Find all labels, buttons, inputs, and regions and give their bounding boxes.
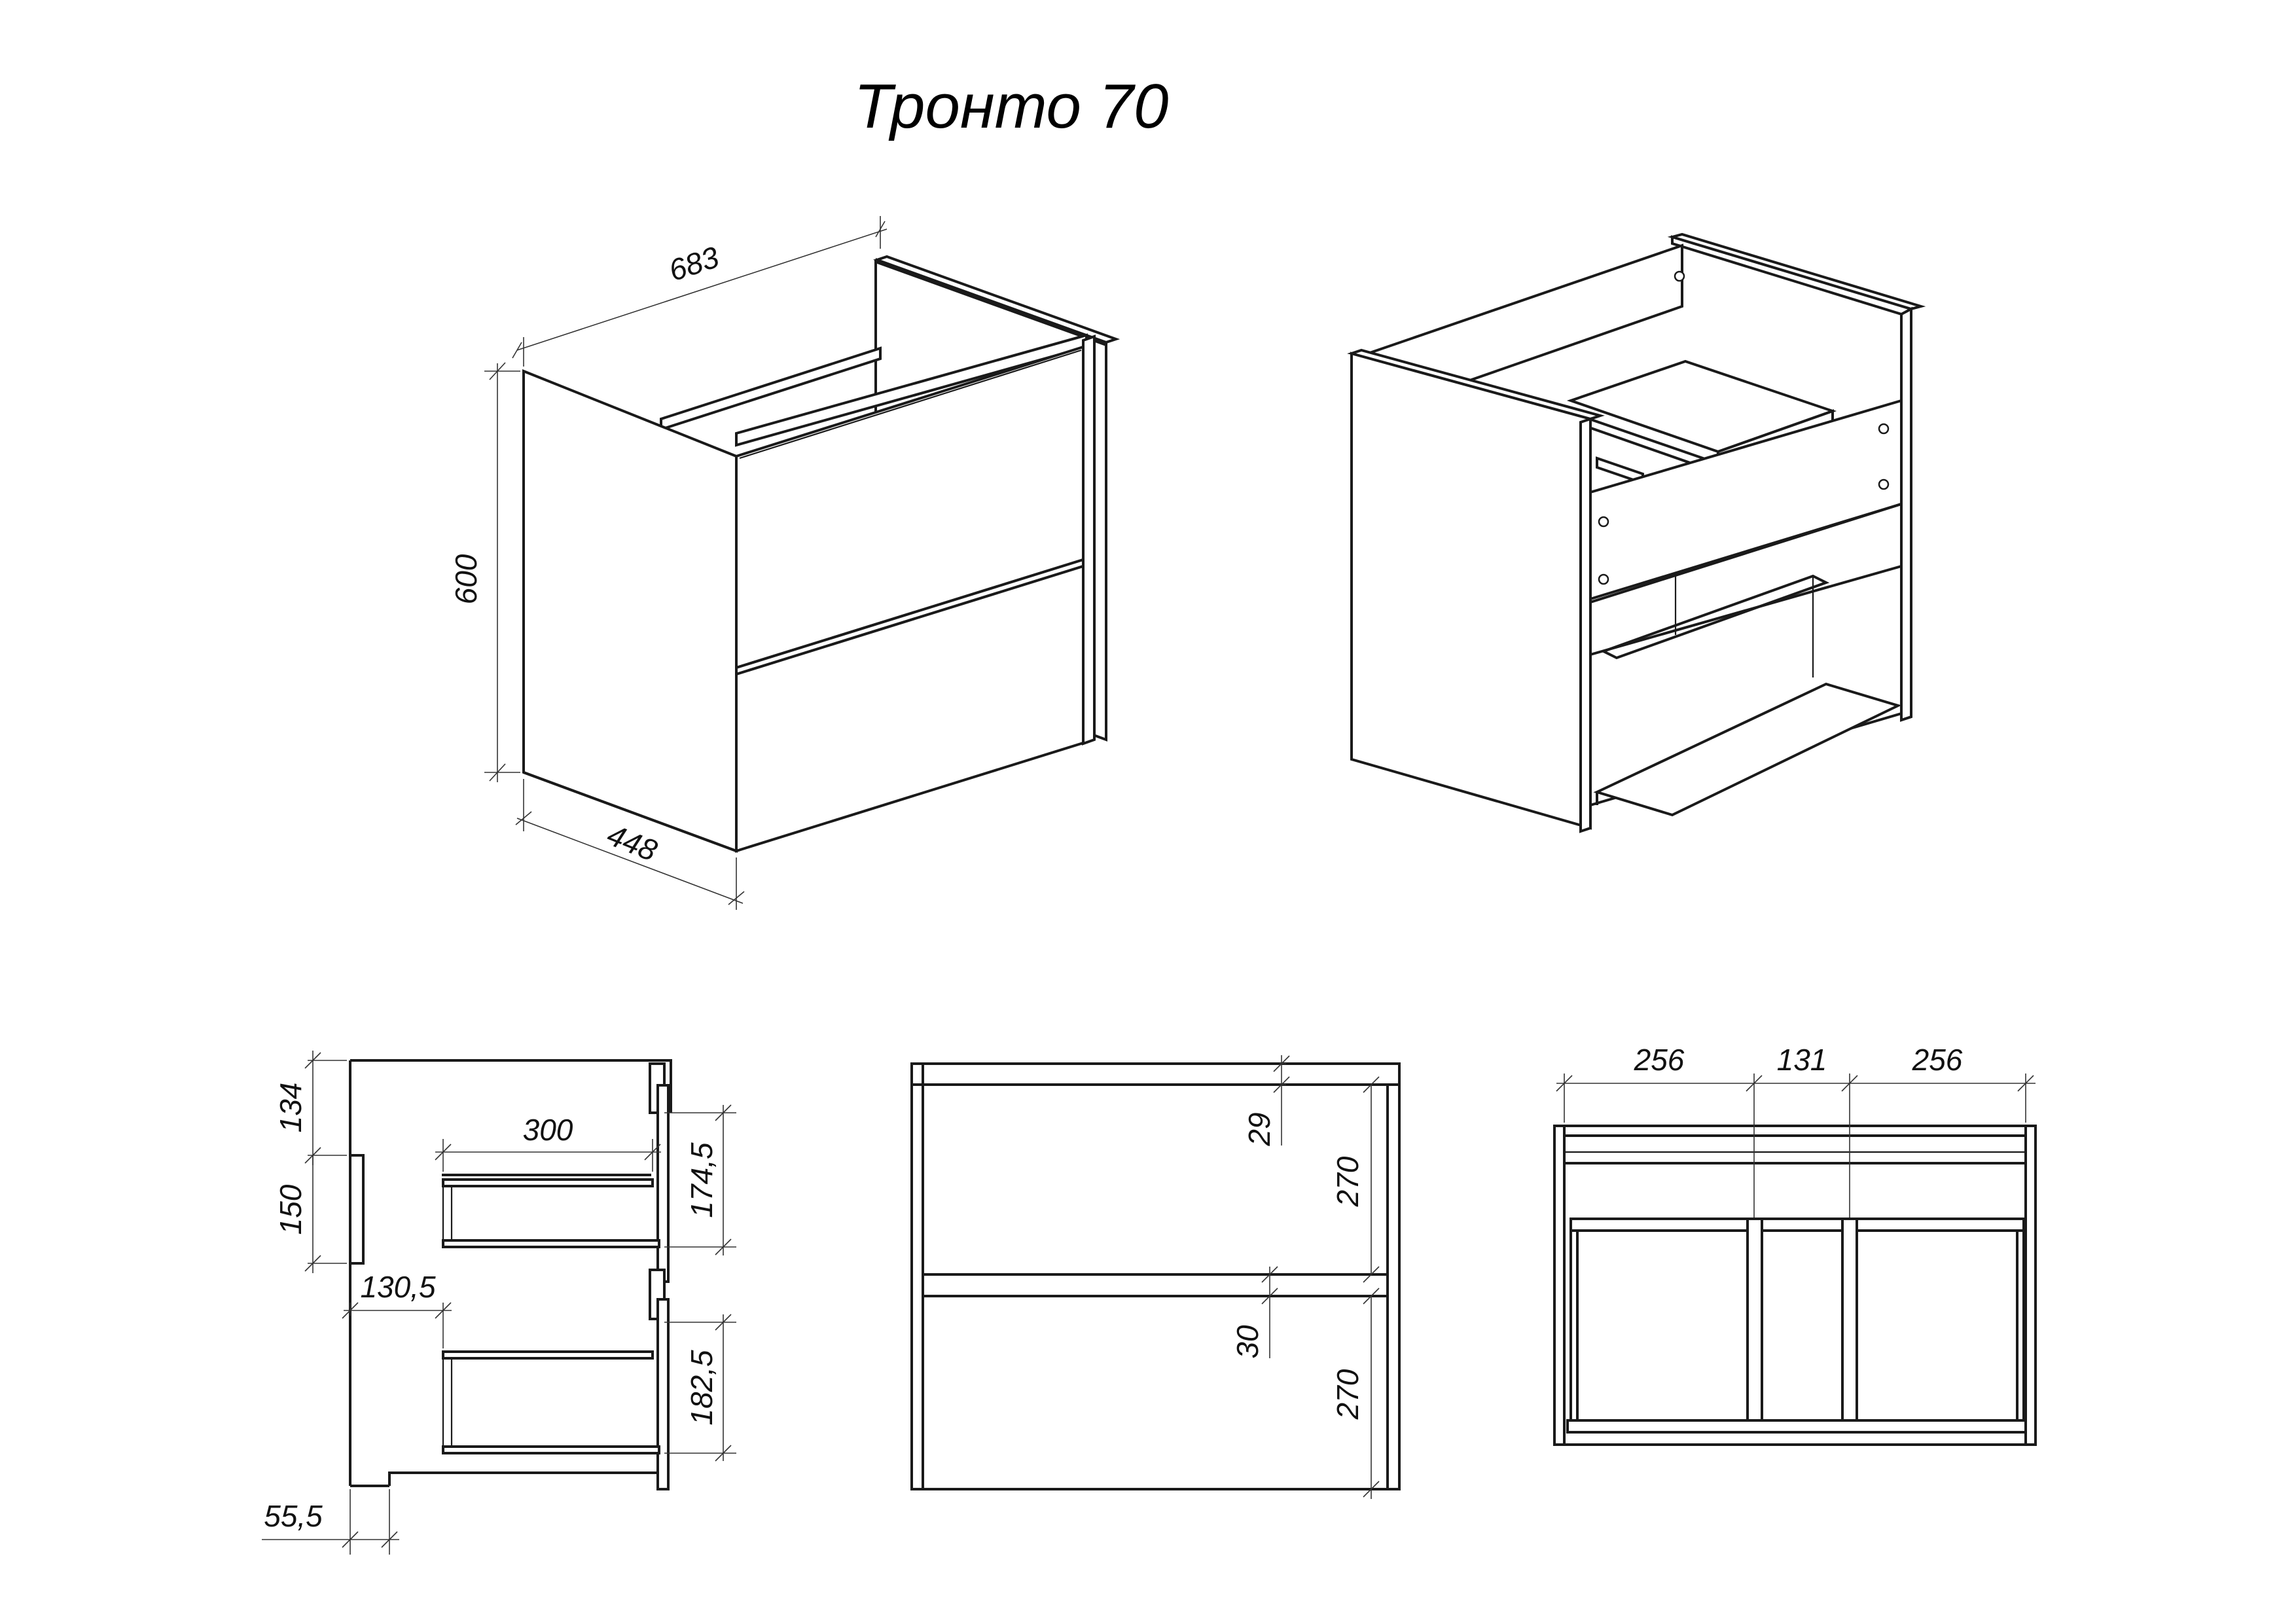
dim-back-left: 256: [1634, 1043, 1685, 1077]
isometric-front-view: 683 600 448: [449, 216, 1121, 910]
dim-front-gap-mid: 30: [1230, 1325, 1265, 1359]
dim-back-right: 256: [1912, 1043, 1963, 1077]
dim-depth: 448: [603, 818, 662, 868]
dim-base-offset: 55,5: [264, 1499, 323, 1533]
dim-front-gap-top: 29: [1242, 1112, 1276, 1146]
dim-drawer1-height: 174,5: [685, 1142, 719, 1218]
dim-handle: 150: [274, 1184, 308, 1235]
dim-drawer-depth: 300: [523, 1113, 573, 1147]
dim-back-mid: 131: [1777, 1043, 1827, 1077]
dim-front-bottom: 270: [1331, 1369, 1365, 1420]
side-section-view: 134 150 300 174,5 130,5 182,5: [262, 1051, 736, 1555]
dim-front-top: 270: [1331, 1156, 1365, 1207]
drawing-title: Тронто 70: [854, 71, 1169, 141]
front-elevation-view: 29 270 30 270: [910, 1055, 1401, 1499]
dim-drawer2-height: 182,5: [685, 1350, 719, 1426]
dim-drawer-offset: 130,5: [360, 1270, 436, 1304]
dim-height: 600: [449, 554, 483, 604]
dim-top-gap: 134: [274, 1083, 308, 1133]
dim-width: 683: [665, 240, 723, 287]
isometric-back-view: [1347, 232, 1926, 833]
rear-elevation-view: 256 131 256: [1553, 1043, 2037, 1446]
